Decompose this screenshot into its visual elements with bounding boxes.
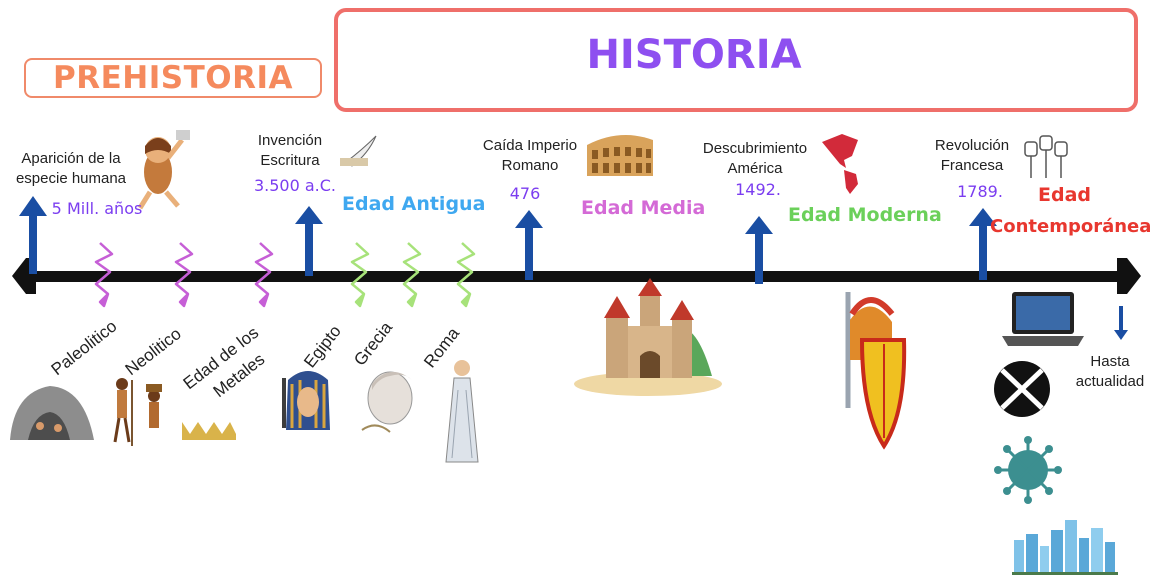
event-date-america: 1492. <box>735 180 781 199</box>
period-zigzags <box>94 242 476 308</box>
era-edad-antigua: Edad Antigua <box>342 193 486 215</box>
era-edad-moderna: Edad Moderna <box>788 204 942 226</box>
event-label-america: Descubrimiento América <box>690 139 820 179</box>
zigzag-arrow-icon <box>94 242 114 308</box>
roman-figure-icon <box>445 360 479 463</box>
event-label-french-revolution: Revolución Francesa <box>922 136 1022 176</box>
present-line: Hasta <box>1090 353 1130 370</box>
raised-fists-icon <box>1024 135 1068 178</box>
event-line: especie humana <box>15 170 127 187</box>
cave-icon <box>10 386 94 440</box>
event-line: Francesa <box>940 157 1004 174</box>
event-line: Invención <box>257 132 323 149</box>
quill-icon <box>340 135 377 167</box>
colosseum-icon <box>587 135 653 176</box>
arrow-up-icon <box>515 210 543 280</box>
event-date-french-revolution: 1789. <box>957 182 1003 201</box>
event-line: Caída Imperio <box>482 137 578 154</box>
event-line: Escritura <box>260 152 320 169</box>
era-edad-contemporanea-line1: Edad <box>1038 184 1092 206</box>
arrow-down-icon <box>1114 306 1128 340</box>
zigzag-arrow-icon <box>456 242 476 308</box>
crown-icon <box>182 422 236 440</box>
prehistoria-box <box>24 58 322 98</box>
event-line: Romano <box>501 157 559 174</box>
zigzag-arrow-icon <box>174 242 194 308</box>
event-label-human-appearance: Aparición de la especie humana <box>6 149 136 189</box>
arrow-up-icon <box>969 208 997 280</box>
caveman-icon <box>137 130 190 210</box>
city-skyline-icon <box>1012 520 1118 575</box>
era-edad-contemporanea-line2: Contemporánea <box>990 216 1152 237</box>
era-edad-media: Edad Media <box>581 197 706 219</box>
event-date-writing: 3.500 a.C. <box>253 176 337 195</box>
pharaoh-icon <box>282 371 330 430</box>
castle-icon <box>574 278 722 396</box>
label-hasta-actualidad: Hasta actualidad <box>1070 352 1150 392</box>
event-line: América <box>727 160 783 177</box>
event-line: Revolución <box>934 137 1010 154</box>
zigzag-arrow-icon <box>254 242 274 308</box>
americas-map-icon <box>822 134 858 194</box>
event-date-human-appearance: 5 Mill. años <box>51 199 143 218</box>
historia-box <box>334 8 1138 112</box>
event-line: Descubrimiento <box>702 140 808 157</box>
present-line: actualidad <box>1075 373 1145 390</box>
arrow-up-icon <box>745 216 773 284</box>
event-line: Aparición de la <box>21 150 121 167</box>
zigzag-arrow-icon <box>350 242 370 308</box>
event-label-writing: Invención Escritura <box>240 131 340 171</box>
event-label-fall-rome: Caída Imperio Romano <box>470 136 590 176</box>
zigzag-arrow-icon <box>402 242 422 308</box>
neolithic-people-icon <box>113 378 162 446</box>
no-weapons-icon <box>994 361 1050 417</box>
virus-icon <box>994 436 1062 504</box>
prehistoria-title: PREHISTORIA <box>53 60 293 96</box>
laptop-icon <box>1002 292 1084 346</box>
arrow-up-icon <box>295 206 323 276</box>
historia-title: HISTORIA <box>586 32 802 78</box>
event-arrows <box>19 196 1128 340</box>
arrow-up-icon <box>19 196 47 274</box>
knight-icon <box>845 292 907 450</box>
greek-bust-icon <box>361 371 413 433</box>
event-date-fall-rome: 476 <box>509 184 541 203</box>
